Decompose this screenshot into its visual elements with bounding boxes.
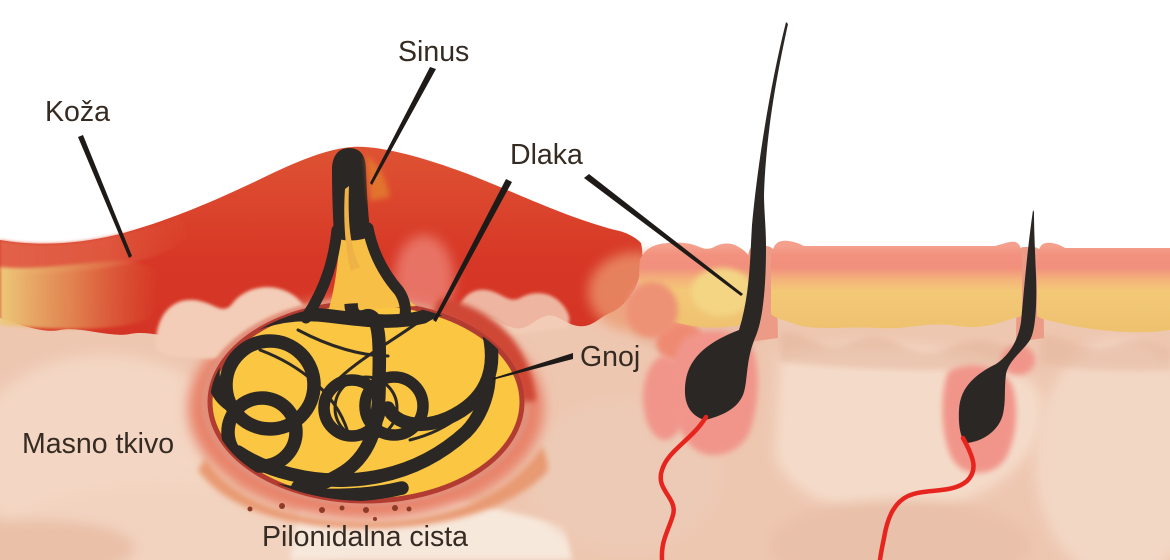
svg-text:Koža: Koža (45, 96, 110, 128)
svg-text:Pilonidalna cista: Pilonidalna cista (262, 521, 468, 553)
svg-text:Dlaka: Dlaka (510, 139, 583, 171)
svg-text:Masno tkivo: Masno tkivo (22, 428, 174, 460)
svg-text:Sinus: Sinus (398, 36, 469, 68)
svg-text:Gnoj: Gnoj (580, 341, 640, 373)
